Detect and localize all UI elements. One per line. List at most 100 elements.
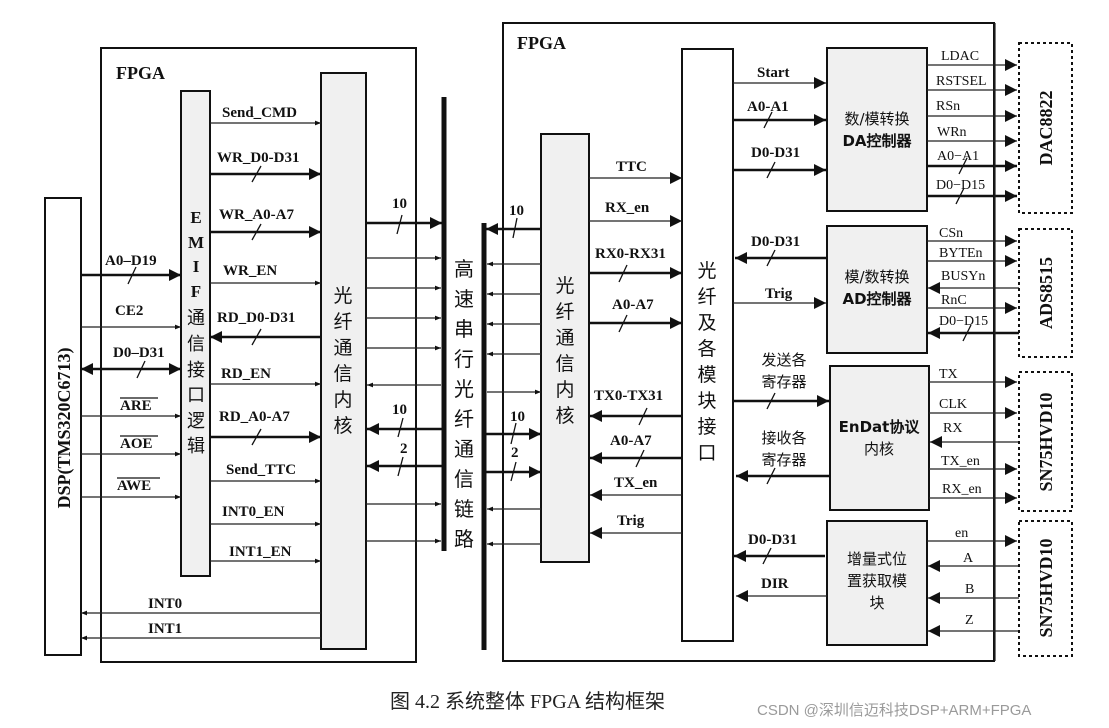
- bus-slash: [766, 249, 776, 267]
- signal-int0-label: INT0: [148, 596, 182, 612]
- ad-controller-label: 模/数转换: [844, 268, 909, 286]
- bus-slash: [251, 165, 262, 183]
- link-label-char: 高: [454, 257, 474, 281]
- left-core-label-char: 核: [333, 415, 352, 437]
- signal-csn-label: CSn: [939, 226, 963, 241]
- signal-rd-en-label: RD_EN: [221, 366, 271, 382]
- left-fiber-core-label: 光 纤 通 信 内 核: [333, 285, 352, 437]
- emif-label-char: 通: [187, 308, 205, 329]
- signal-b-label: B: [965, 582, 974, 597]
- left-core-label-char: 光: [333, 285, 352, 307]
- watermark: CSDN @深圳信迈科技DSP+ARM+FPGA: [757, 702, 1031, 719]
- emif-label-char: I: [193, 257, 200, 276]
- signal-tx-label: TX: [939, 367, 958, 382]
- emif-label-char: 逻: [187, 411, 205, 432]
- emif-label-char: 接: [187, 360, 205, 381]
- interface-label-char: 光: [697, 260, 716, 282]
- signal-a0-d19-label: A0–D19: [105, 253, 157, 269]
- link-label-char: 串: [454, 317, 474, 341]
- signal-rd-a0-a7-label: RD_A0-A7: [219, 409, 290, 425]
- signal-wr-d0-d31-label: WR_D0-D31: [217, 150, 300, 166]
- link-label-char: 速: [454, 287, 474, 311]
- da-controller-label: DA控制器: [842, 132, 912, 150]
- signal-a0-a7-out-label: A0-A7: [610, 433, 652, 449]
- da-controller-label: 数/模转换: [844, 110, 909, 128]
- signal-start-label: Start: [757, 65, 790, 81]
- link-label-char: 信: [454, 467, 474, 491]
- signal-d0-d31-label: D0-D31: [751, 234, 800, 250]
- signal-d0-d31-label: D0-D31: [751, 145, 800, 161]
- signal-byten-label: BYTEn: [939, 246, 983, 261]
- bus-slash: [962, 324, 972, 342]
- emif-label-char: M: [188, 233, 204, 252]
- signal-rx-en-label: RX_en: [605, 200, 650, 216]
- left-core-link-signals: 10 10 2: [366, 196, 442, 544]
- left-core-label-char: 内: [333, 389, 352, 411]
- bus-slash: [127, 266, 137, 285]
- signal-are-label: ARE: [120, 398, 152, 414]
- signal-rx-en-label: RX_en: [942, 482, 982, 497]
- signal-send-ttc-label: Send_TTC: [226, 462, 296, 478]
- link-label-char: 路: [454, 527, 474, 551]
- incremental-signals: D0-D31 DIR en A B Z: [734, 526, 1019, 637]
- link-label-char: 通: [454, 437, 474, 461]
- right-core-label-char: 信: [555, 353, 574, 375]
- signal-tx0-tx31-label: TX0-TX31: [594, 388, 663, 404]
- dsp-block: [44, 197, 82, 656]
- signal-a0-a7-in-label: A0-A7: [612, 297, 654, 313]
- signal-tx-en-label: TX_en: [614, 475, 658, 491]
- signal-busyn-label: BUSYn: [941, 269, 985, 284]
- incremental-position-block: [826, 520, 928, 646]
- bus-slash: [766, 392, 776, 410]
- ad-signals: D0-D31 Trig CSn BYTEn BUSYn RnC D0−D15: [733, 226, 1019, 342]
- emif-label: E M I F 通 信 接 口 逻 辑: [187, 208, 205, 457]
- figure-caption: 图 4.2 系统整体 FPGA 结构框架: [390, 690, 665, 713]
- right-fiber-core-block: [540, 133, 590, 563]
- left-core-label-char: 通: [333, 337, 352, 359]
- link-label-char: 纤: [454, 407, 474, 431]
- bus-width-label: 10: [392, 196, 407, 212]
- signal-wrn-label: WRn: [937, 125, 967, 140]
- left-fpga-title: FPGA: [116, 63, 165, 83]
- left-core-label-char: 信: [333, 363, 352, 385]
- emif-label-char: 辑: [187, 436, 205, 457]
- emif-core-signals: Send_CMD WR_D0-D31 WR_A0-A7 WR_EN RD_D0-…: [210, 105, 321, 564]
- left-core-label-char: 纤: [333, 311, 352, 333]
- endat-signals: 发送各 寄存器 接收各 寄存器 TX CLK RX TX_en RX_en: [733, 351, 1019, 504]
- bus-slash: [762, 547, 772, 565]
- signal-dir-label: DIR: [761, 576, 789, 592]
- right-core-label-char: 核: [555, 405, 574, 427]
- right-core-label-char: 光: [555, 275, 574, 297]
- signal-d0-d15-in-label: D0−D15: [939, 314, 988, 329]
- endat-core-block: [829, 365, 930, 511]
- da-input-signals: Start A0-A1 D0-D31: [733, 65, 826, 179]
- bus-slash: [618, 314, 628, 333]
- dac8822-label: DAC8822: [1036, 91, 1056, 166]
- bus-slash: [958, 157, 968, 175]
- sn75hvd10-endat-chip: [1018, 371, 1073, 512]
- emif-interface-logic-block: [180, 90, 211, 577]
- signal-z-label: Z: [965, 613, 974, 628]
- signal-trig-label: Trig: [617, 513, 645, 529]
- ads8515-label: ADS8515: [1036, 257, 1056, 329]
- bus-slash: [397, 417, 404, 438]
- bus-slash: [251, 428, 262, 446]
- dac8822-chip: [1018, 42, 1073, 214]
- link-label-char: 链: [454, 497, 474, 521]
- send-registers-label: 发送各: [761, 351, 806, 369]
- bus-slash: [766, 161, 776, 179]
- da-output-signals: LDAC RSTSEL RSn WRn A0−A1 D0−D15: [927, 49, 1017, 205]
- bus-slash: [251, 328, 262, 346]
- bus-slash: [396, 214, 403, 235]
- signal-awe-label: AWE: [117, 478, 151, 494]
- bus-slash: [510, 461, 517, 482]
- signal-int1-en-label: INT1_EN: [229, 544, 292, 560]
- right-fiber-core-label: 光 纤 通 信 内 核: [555, 275, 574, 427]
- interface-label-char: 口: [697, 442, 716, 464]
- left-fpga-frame: [100, 47, 417, 663]
- bus-slash: [512, 217, 518, 239]
- dsp-label: DSP(TMS320C6713): [54, 347, 75, 508]
- signal-clk-label: CLK: [939, 397, 967, 412]
- signal-trig-label: Trig: [765, 286, 793, 302]
- bus-width-label: 2: [400, 441, 408, 457]
